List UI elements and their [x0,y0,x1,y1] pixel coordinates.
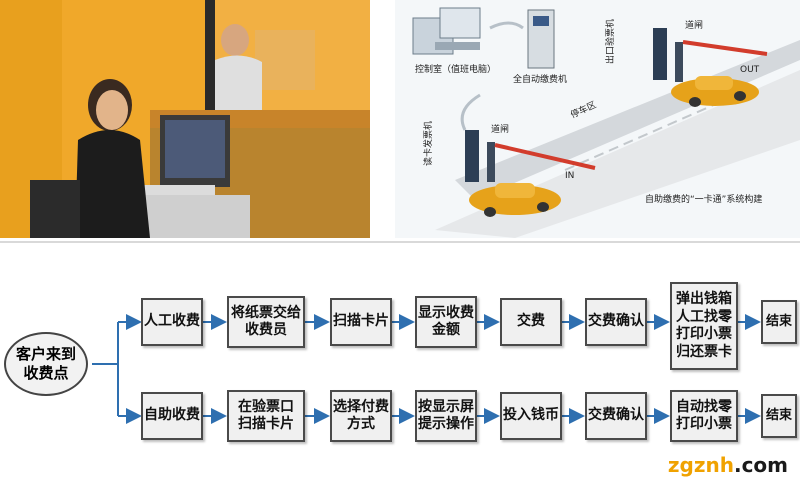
control-room-label: 控制室（值班电脑） [415,63,496,75]
flow-bottom-step-1: 自助收费 [141,392,203,440]
barrier-label-top: 道闸 [685,19,703,31]
cashier-booth-illustration [0,0,370,238]
flow-top-step-2: 将纸票交给 收费员 [227,296,305,348]
flow-bottom-step-6: 交费确认 [585,392,647,440]
watermark-part2: . [733,453,742,477]
diagram-caption: 自助缴费的“一卡通”系统构建 [645,193,762,205]
entry-dispenser-label: 读卡发票机 [422,121,434,166]
watermark-part1: zgznh [667,453,734,477]
flow-top-step-1: 人工收费 [141,298,203,346]
flow-top-step-7: 弹出钱箱 人工找零 打印小票 归还票卡 [670,282,738,370]
flow-top-step-8: 结束 [761,300,797,344]
out-label: OUT [740,65,760,75]
flow-top-step-5: 交费 [500,298,562,346]
car-in [469,183,561,217]
flow-top-step-3: 扫描卡片 [330,298,392,346]
flow-bottom-step-4: 按显示屏 提示操作 [415,390,477,442]
flow-bottom-step-2: 在验票口 扫描卡片 [227,390,305,442]
payment-machine-label: 全自动缴费机 [513,73,567,85]
in-label: IN [565,171,574,181]
exit-reader-label: 出口验票机 [604,19,616,64]
flow-start-node: 客户来到 收费点 [4,332,88,396]
flow-bottom-step-5: 投入钱币 [500,392,562,440]
parking-system-diagram: 控制室（值班电脑） 全自动缴费机 道闸 OUT 出口验票机 道闸 IN 读卡发票… [395,0,800,238]
flow-bottom-step-7: 自动找零 打印小票 [670,390,738,442]
car-out [671,76,759,107]
flow-top-step-6: 交费确认 [585,298,647,346]
flow-bottom-step-3: 选择付费 方式 [330,390,392,442]
watermark: zgznh.com [668,453,788,477]
payment-flowchart: 客户来到 收费点 人工收费 将纸票交给 收费员 扫描卡片 显示收费 金额 交费 … [0,246,800,481]
flow-bottom-step-8: 结束 [761,394,797,438]
barrier-label-bottom: 道闸 [491,123,509,135]
watermark-part3: com [741,453,788,477]
flow-top-step-4: 显示收费 金额 [415,296,477,348]
section-divider [0,241,800,243]
